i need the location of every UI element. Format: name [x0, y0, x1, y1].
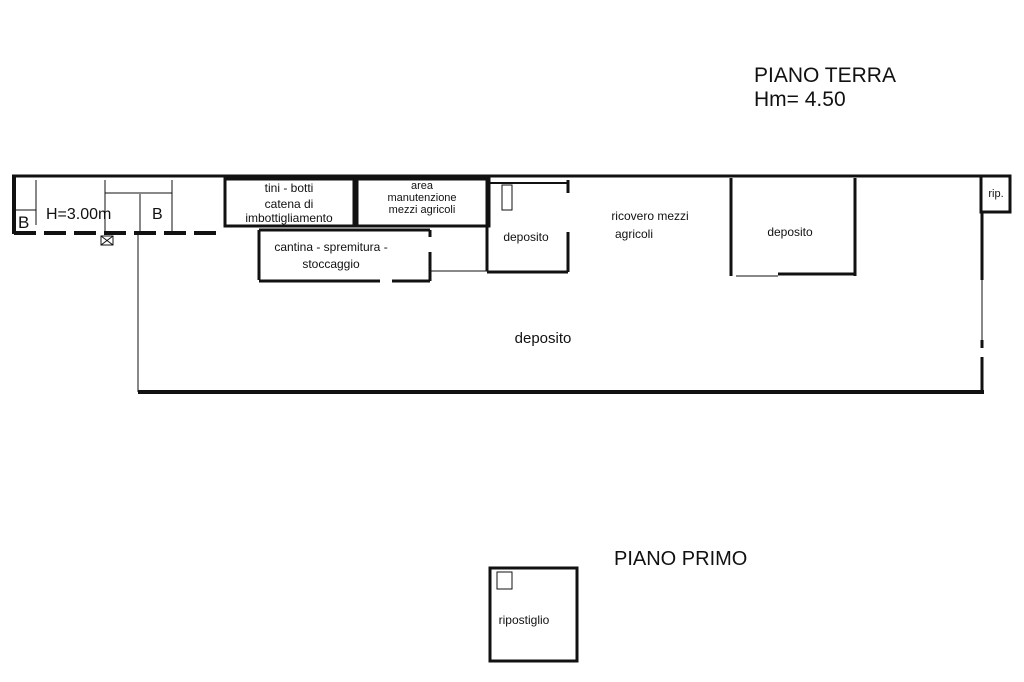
bath-label: B: [152, 206, 163, 223]
ground-floor-labels: B H=3.00m B tini - botti catena di imbot…: [18, 180, 1004, 347]
room-label-ripostiglio: ripostiglio: [499, 613, 550, 627]
first-floor-title: PIANO PRIMO: [614, 548, 747, 570]
room-label-ricovero: agricoli: [615, 227, 653, 241]
room-label-tini: imbottigliamento: [245, 211, 333, 225]
ground-floor-walls: [12, 174, 1012, 394]
room-label-area: manutenzione: [387, 192, 456, 204]
room-label-tini: catena di: [265, 197, 314, 211]
room-label-ricovero: ricovero mezzi: [611, 209, 688, 223]
room-label-rip: rip.: [988, 188, 1003, 200]
room-label-deposito: deposito: [767, 225, 813, 239]
stairs-icon: [501, 184, 513, 211]
room-label-area: area: [411, 180, 434, 192]
room-label-cantina: cantina - spremitura -: [274, 240, 387, 254]
room-label-deposito-main: deposito: [515, 330, 572, 347]
room-label-tini: tini - botti: [265, 181, 314, 195]
ground-floor-title: PIANO TERRA: [754, 64, 896, 87]
stairs-icon: [496, 571, 513, 590]
height-label: H=3.00m: [46, 206, 111, 223]
first-floor-walls: [488, 566, 579, 663]
bath-label: B: [18, 213, 29, 232]
ground-floor-height: Hm= 4.50: [754, 88, 846, 111]
room-label-area: mezzi agricoli: [389, 204, 456, 216]
room-label-cantina: stoccaggio: [302, 257, 360, 271]
room-label-deposito: deposito: [503, 230, 549, 244]
